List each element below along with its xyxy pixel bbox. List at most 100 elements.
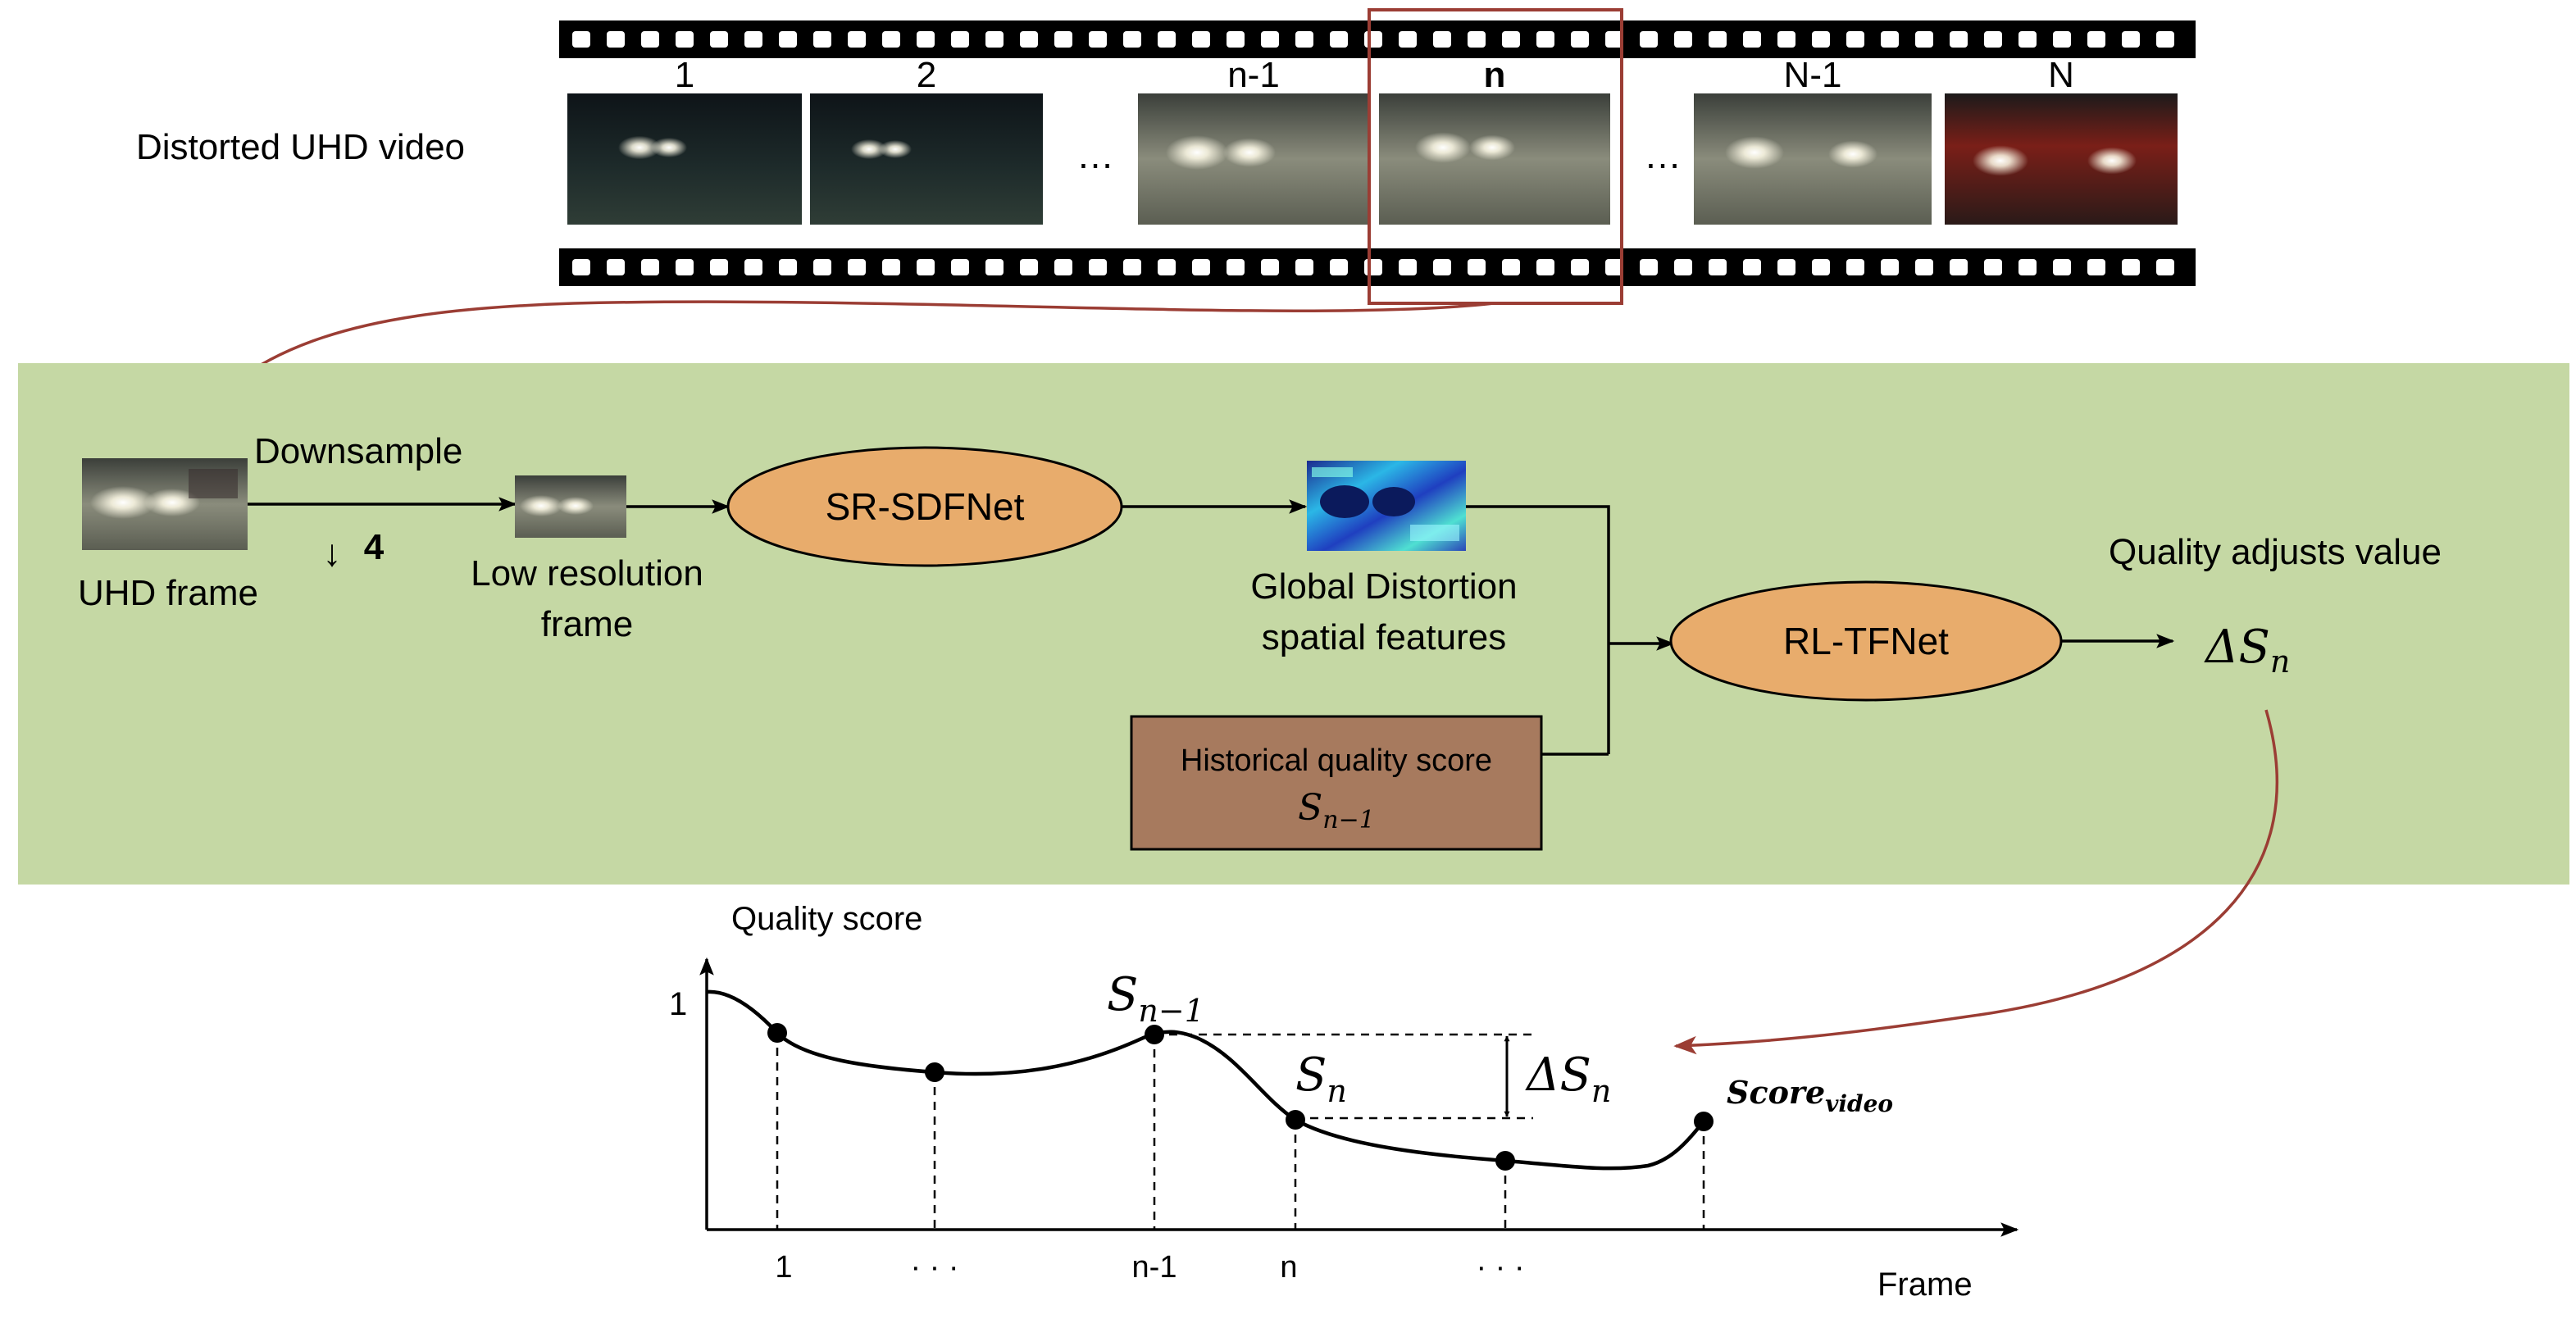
film-perforation <box>1433 259 1451 275</box>
film-perforation <box>985 31 1004 48</box>
film-perforation <box>1399 259 1417 275</box>
film-perforation <box>1433 31 1451 48</box>
film-frame-1 <box>567 93 802 225</box>
film-perforation <box>951 259 969 275</box>
film-perforation <box>1054 31 1072 48</box>
film-perforation <box>2087 259 2105 275</box>
features-label-line2: spatial features <box>1262 617 1506 657</box>
rl-tfnet-label: RL-TFNet <box>1783 620 1949 662</box>
film-perforation <box>1709 31 1727 48</box>
film-perforation <box>710 31 728 48</box>
film-frame-6 <box>1945 93 2178 225</box>
video-label: Distorted UHD video <box>136 127 465 167</box>
film-perforation <box>882 31 900 48</box>
adjust-value-symbol: ΔSn <box>2204 621 2290 680</box>
quality-plot: Quality score Frame 1 Sn−1 Sn ΔSn Scorev… <box>669 901 2019 1303</box>
x-tick-label: · · · <box>910 1250 958 1285</box>
film-perforation <box>1915 31 1933 48</box>
film-frame-label: N <box>2048 55 2074 95</box>
x-tick-label: 1 <box>775 1250 792 1285</box>
film-perforation <box>1709 259 1727 275</box>
downsample-label: Downsample <box>254 431 462 471</box>
historical-score-label: Historical quality score <box>1181 744 1492 778</box>
film-perforation <box>1089 259 1107 275</box>
film-frame-label: N-1 <box>1784 55 1842 95</box>
curve-point-final <box>1694 1112 1714 1131</box>
film-perforation <box>779 31 797 48</box>
film-perforation <box>813 259 831 275</box>
uhd-frame-thumbnail <box>82 458 248 550</box>
film-perforation <box>1295 259 1313 275</box>
film-perforation <box>2122 259 2140 275</box>
film-perforation <box>1812 259 1830 275</box>
downsample-factor: 4 <box>364 527 385 567</box>
film-perforation <box>1468 31 1486 48</box>
film-perforation <box>1674 31 1692 48</box>
film-perforation <box>1020 259 1038 275</box>
feature-map-thumbnail <box>1307 461 1466 551</box>
film-perforation <box>1399 31 1417 48</box>
film-perforation <box>1846 259 1864 275</box>
film-perforation <box>2087 31 2105 48</box>
film-perforation <box>1295 31 1313 48</box>
uhd-frame-label: UHD frame <box>78 573 258 613</box>
film-ellipsis-left: … <box>1076 134 1114 176</box>
x-tick-label: n <box>1280 1250 1297 1285</box>
film-ellipsis-right: … <box>1644 134 1682 176</box>
curve-point-n <box>1286 1110 1305 1130</box>
film-perforation <box>848 31 866 48</box>
film-perforation <box>848 259 866 275</box>
film-perforation <box>1984 31 2002 48</box>
film-perforation <box>1950 259 1968 275</box>
features-label-line1: Global Distortion <box>1250 566 1517 607</box>
film-perforation <box>1330 31 1348 48</box>
film-perforation <box>1227 259 1245 275</box>
curve-point-1 <box>767 1023 787 1043</box>
historical-score-symbol: Sn−1 <box>1298 787 1375 835</box>
film-perforation <box>2053 259 2071 275</box>
film-frame-5 <box>1694 93 1932 225</box>
film-perforation <box>744 259 762 275</box>
film-perforation <box>1846 31 1864 48</box>
film-perforation <box>1674 259 1692 275</box>
quality-curve <box>706 989 1705 1171</box>
film-frame-label: 1 <box>675 55 694 95</box>
film-perforation <box>607 259 625 275</box>
s-prev-label: Sn−1 <box>1107 968 1204 1029</box>
film-perforation <box>1192 31 1210 48</box>
film-perforation <box>951 31 969 48</box>
film-perforation <box>1984 259 2002 275</box>
film-perforation <box>2018 259 2037 275</box>
film-frame-4 <box>1379 93 1610 225</box>
film-perforation <box>1158 31 1176 48</box>
film-perforation <box>1881 31 1899 48</box>
film-perforation <box>1571 31 1589 48</box>
film-perforation <box>1123 259 1141 275</box>
film-perforation <box>710 259 728 275</box>
film-perforation <box>1640 31 1658 48</box>
film-perforation <box>1020 31 1038 48</box>
film-frame-label: n <box>1484 55 1506 95</box>
film-frame-label: n-1 <box>1227 55 1280 95</box>
film-perforation <box>985 259 1004 275</box>
film-perforation <box>2122 31 2140 48</box>
film-frames <box>567 93 2178 225</box>
film-perforation <box>744 31 762 48</box>
historical-score-box <box>1130 715 1543 851</box>
film-perforation <box>1192 259 1210 275</box>
film-perforation <box>676 259 694 275</box>
film-perforation <box>1158 259 1176 275</box>
film-perforations <box>572 31 2174 275</box>
film-perforation <box>1502 259 1520 275</box>
film-perforation <box>1261 259 1279 275</box>
film-perforation <box>641 259 659 275</box>
film-perforation <box>1123 31 1141 48</box>
film-perforation <box>1536 31 1554 48</box>
film-perforation <box>882 259 900 275</box>
film-perforation <box>779 259 797 275</box>
film-perforation <box>1605 31 1623 48</box>
film-frame-3 <box>1138 93 1369 225</box>
